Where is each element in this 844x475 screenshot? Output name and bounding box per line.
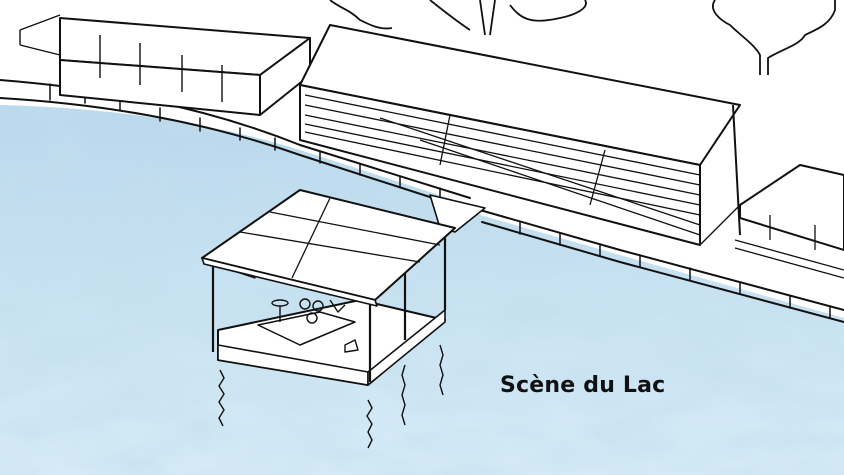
grandstand — [299, 24, 741, 246]
reflections — [218, 344, 444, 449]
lake-water — [0, 105, 844, 475]
stage-title: Scène du Lac — [500, 373, 666, 398]
floating-stage — [201, 189, 486, 386]
trees — [329, 0, 836, 75]
side-building — [734, 163, 844, 279]
shore-building — [19, 14, 311, 116]
